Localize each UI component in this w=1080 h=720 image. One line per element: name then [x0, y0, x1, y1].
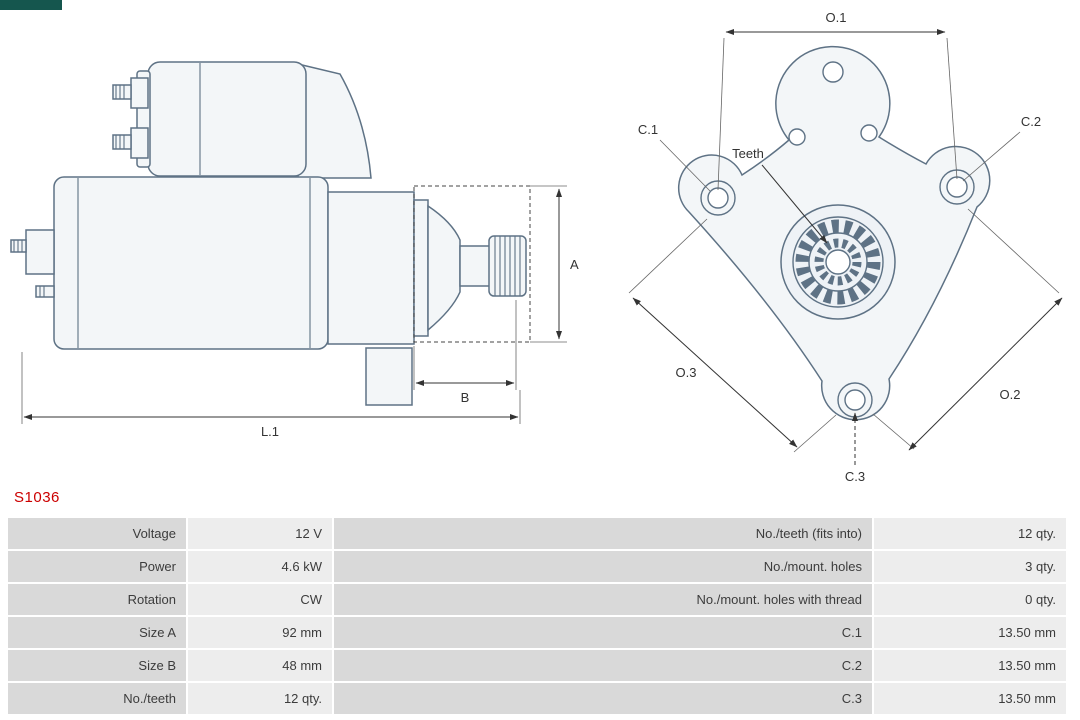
spec-label: No./teeth — [8, 683, 186, 714]
spec-value: 13.50 mm — [874, 617, 1066, 648]
dim-label-l1: L.1 — [261, 424, 279, 439]
dim-label-o1: O.1 — [826, 10, 847, 25]
side-view-drawing — [10, 61, 527, 406]
logo-strip — [0, 0, 62, 10]
spec-label: Rotation — [8, 584, 186, 615]
dim-label-o3: O.3 — [676, 365, 697, 380]
spec-value: 12 V — [188, 518, 332, 549]
dim-label-b: B — [461, 390, 470, 405]
part-number: S1036 — [14, 489, 60, 506]
spec-value: 4.6 kW — [188, 551, 332, 582]
spec-label: Voltage — [8, 518, 186, 549]
spec-value: 0 qty. — [874, 584, 1066, 615]
technical-drawing: A B L.1 O.1 C.1 — [10, 10, 1063, 484]
spec-label: Size A — [8, 617, 186, 648]
spec-value: 13.50 mm — [874, 650, 1066, 681]
dim-label-c2: C.2 — [1021, 114, 1041, 129]
spec-label: No./mount. holes — [334, 551, 872, 582]
dim-label-c3: C.3 — [845, 469, 865, 484]
dim-label-teeth: Teeth — [732, 146, 764, 161]
spec-value: 92 mm — [188, 617, 332, 648]
front-view-dimensions: O.1 C.1 C.2 Teeth O.3 O.2 C.3 — [628, 10, 1063, 484]
spec-label: C.2 — [334, 650, 872, 681]
spec-value: 3 qty. — [874, 551, 1066, 582]
spec-label: No./mount. holes with thread — [334, 584, 872, 615]
spec-label: Size B — [8, 650, 186, 681]
spec-value: CW — [188, 584, 332, 615]
spec-value: 12 qty. — [874, 518, 1066, 549]
dim-label-a: A — [570, 257, 579, 272]
spec-label: Power — [8, 551, 186, 582]
spec-label: No./teeth (fits into) — [334, 518, 872, 549]
side-view-dimensions: A B L.1 — [21, 185, 579, 439]
dim-label-c1: C.1 — [638, 122, 658, 137]
spec-value: 12 qty. — [188, 683, 332, 714]
spec-label: C.1 — [334, 617, 872, 648]
spec-value: 13.50 mm — [874, 683, 1066, 714]
specs-table: Voltage 12 V No./teeth (fits into) 12 qt… — [8, 518, 1066, 714]
dim-label-o2: O.2 — [1000, 387, 1021, 402]
front-view-drawing — [677, 45, 991, 421]
spec-value: 48 mm — [188, 650, 332, 681]
spec-label: C.3 — [334, 683, 872, 714]
